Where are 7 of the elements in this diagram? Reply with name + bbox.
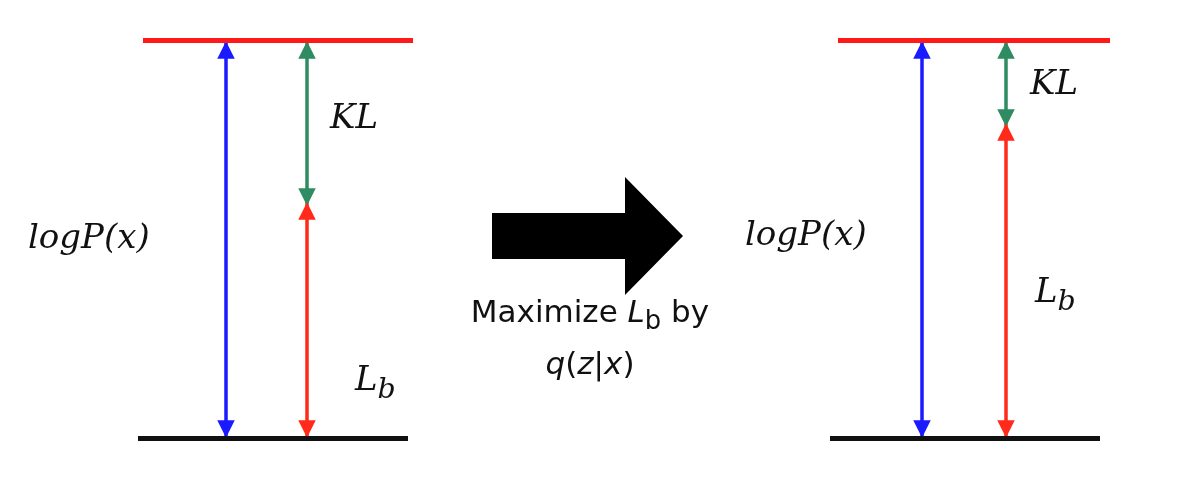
double-arrow — [217, 41, 235, 438]
double-arrow — [997, 123, 1015, 438]
caption-text: Maximize L$_{b}$ by q(z|x) — [470, 292, 710, 384]
double-arrow — [997, 41, 1015, 127]
double-arrow — [913, 41, 931, 438]
double-arrow — [298, 41, 316, 206]
double-arrow — [298, 202, 316, 438]
